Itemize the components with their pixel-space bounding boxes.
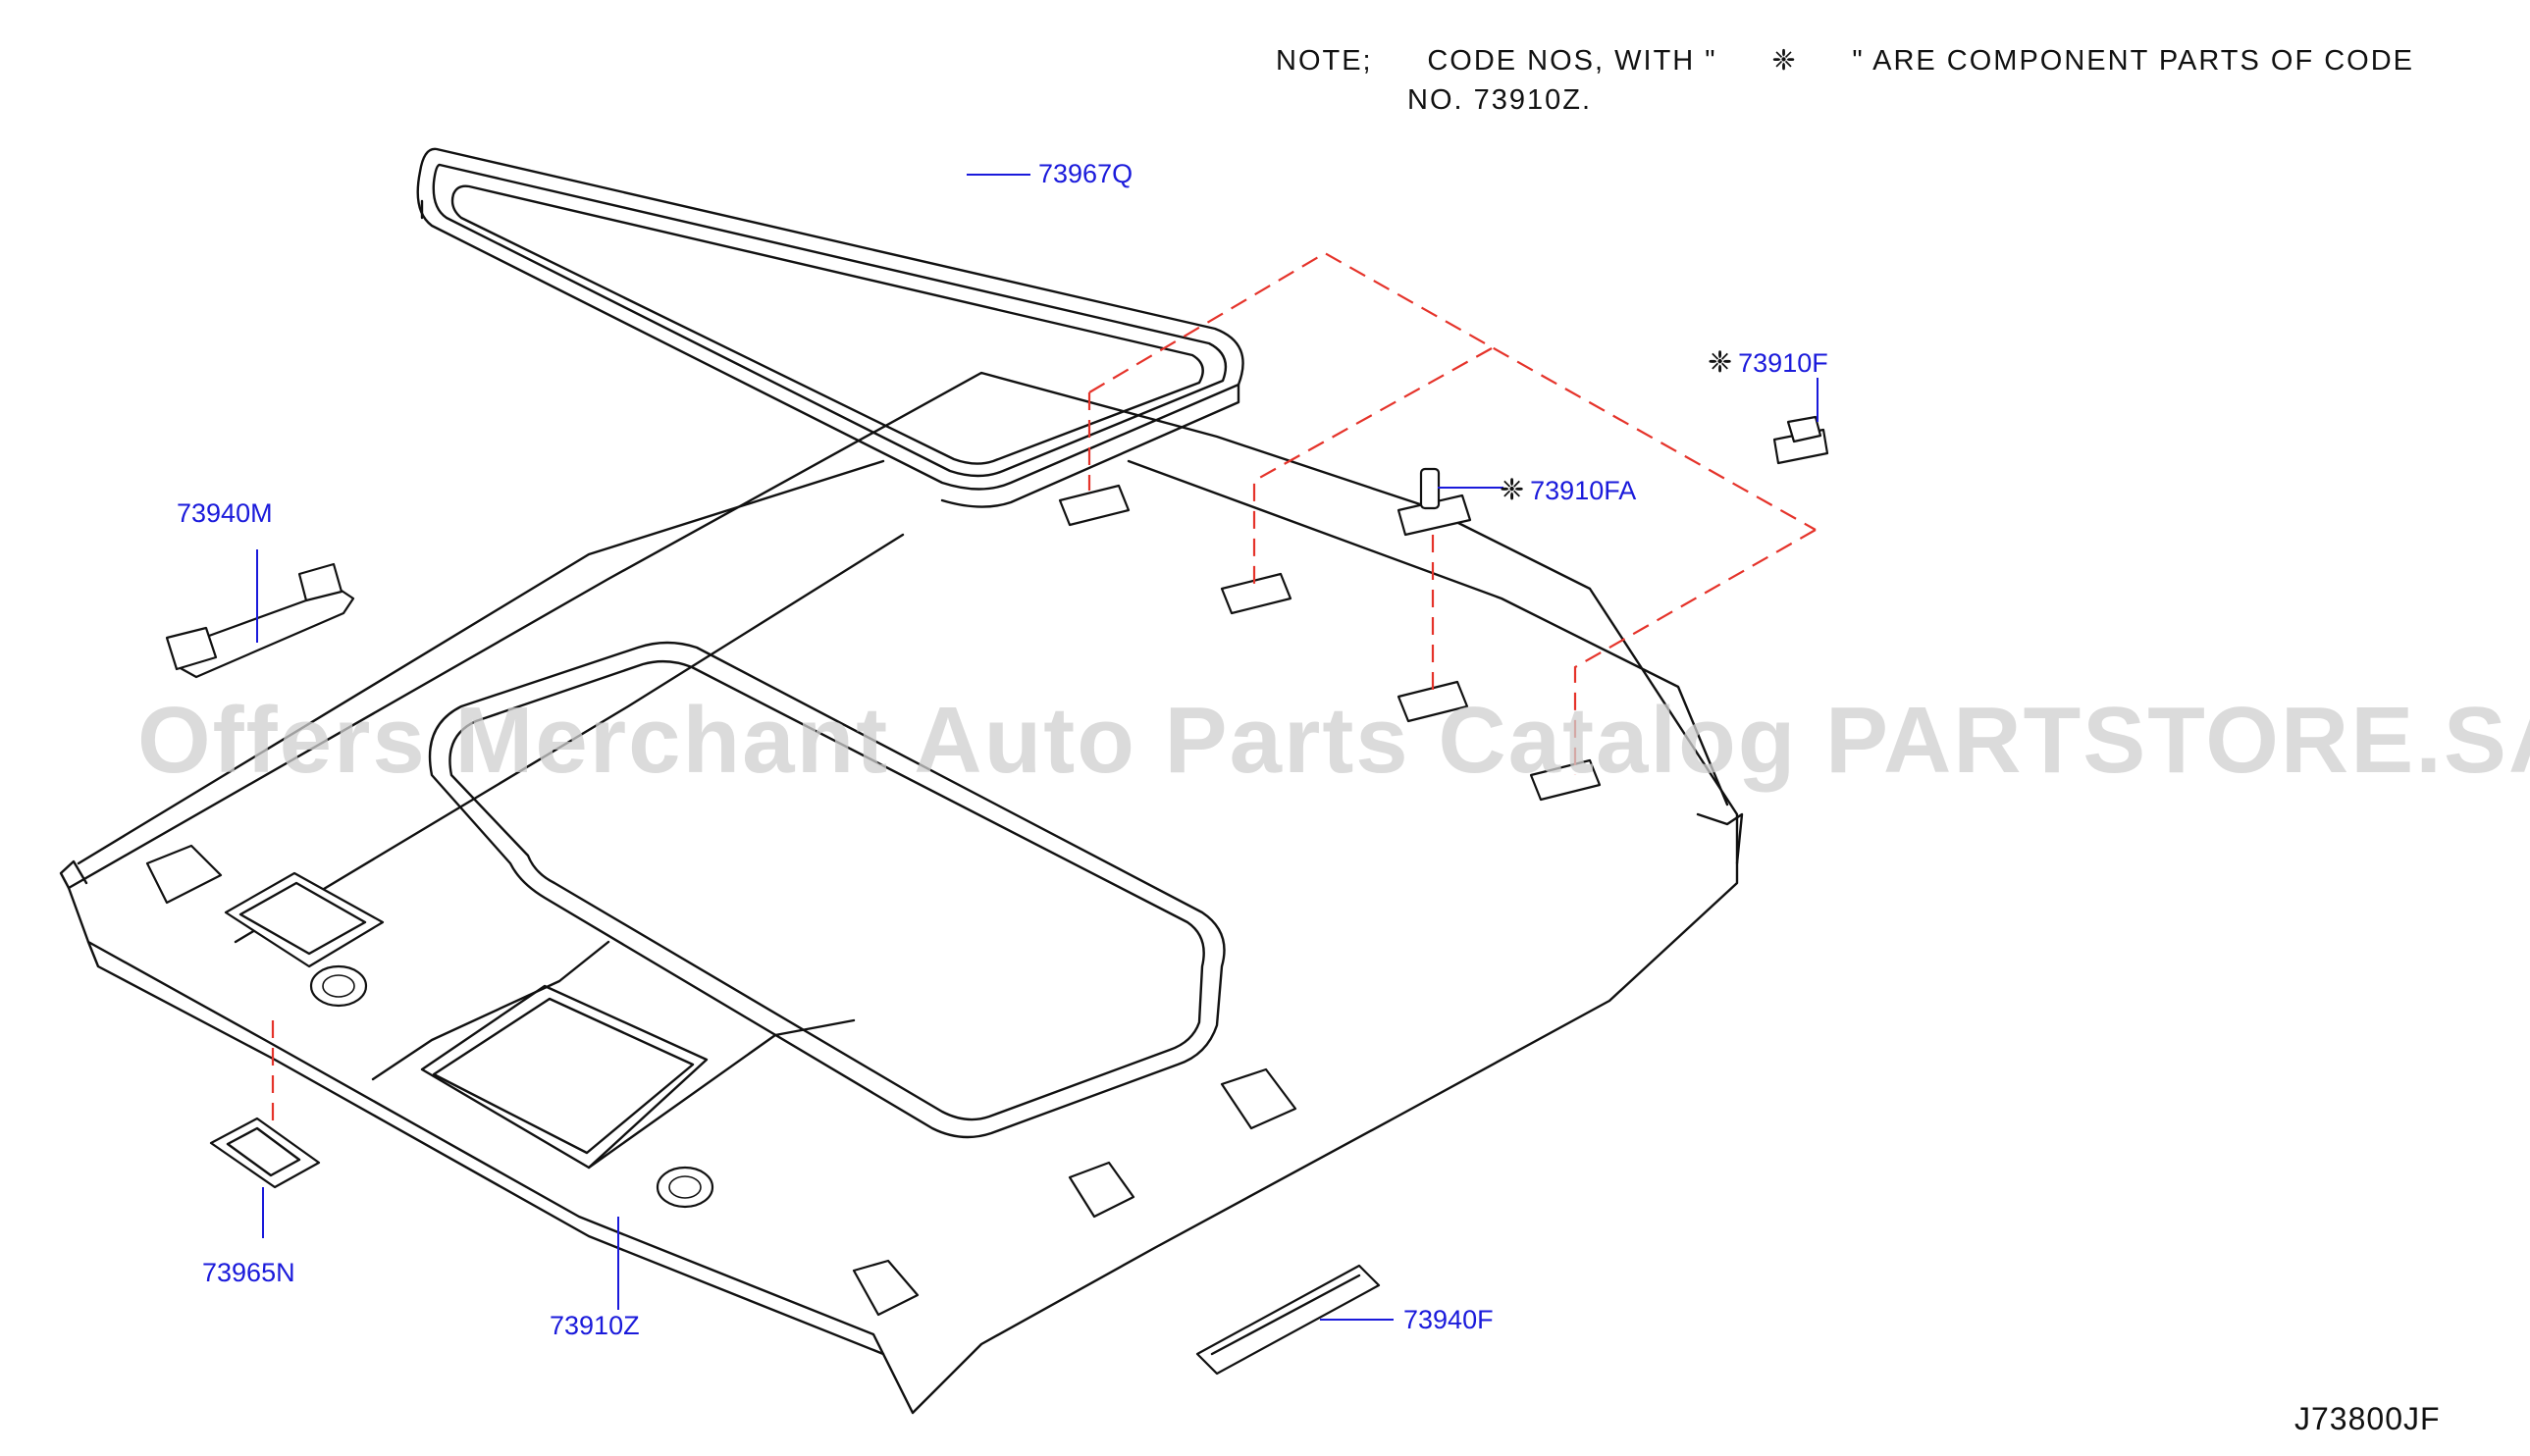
part-label-73940F[interactable]: 73940F [1403, 1305, 1494, 1334]
note-prefix: NOTE; [1276, 45, 1373, 77]
part-label-73967Q[interactable]: 73967Q [1038, 159, 1133, 188]
component-note: NOTE; CODE NOS, WITH " ❈ " ARE COMPONENT… [1276, 41, 2414, 120]
part-label-73910FA-wrap[interactable]: ❈73910FA [1500, 473, 1636, 507]
part-label-73965N[interactable]: 73965N [202, 1258, 295, 1287]
diagram-code: J73800JF [2294, 1401, 2441, 1436]
assist-grip-73940M [165, 562, 355, 679]
sun-visor-holder-73965N [209, 1117, 321, 1189]
sunroof-seal-73967Q [416, 147, 1244, 508]
part-label-73910F-wrap[interactable]: ❈73910F [1708, 345, 1828, 380]
note-text-before-mark: CODE NOS, WITH " [1427, 45, 1717, 77]
part-label-73910F: 73910F [1738, 348, 1828, 378]
headlining-73910Z [59, 371, 1744, 1415]
part-label-73910Z[interactable]: 73910Z [550, 1311, 640, 1340]
clip-73910FA [1397, 467, 1472, 537]
note-text-after-mark: " ARE COMPONENT PARTS OF CODE [1852, 45, 2414, 77]
note-mark-icon: ❈ [1771, 45, 1798, 77]
watermark-text: Offers Merchant Auto Parts Catalog PARTS… [137, 688, 2530, 793]
component-mark-icon: ❈ [1708, 346, 1733, 379]
clip-73910F [1772, 415, 1829, 465]
component-mark-icon: ❈ [1500, 474, 1525, 506]
installation-dashed-lines [271, 251, 1817, 1128]
note-line2: NO. 73910Z. [1407, 84, 1593, 116]
map-lamp-73940F [1195, 1264, 1381, 1376]
part-label-73910FA: 73910FA [1530, 476, 1637, 505]
leader-lines [256, 174, 1818, 1321]
part-label-73940M[interactable]: 73940M [177, 498, 273, 528]
